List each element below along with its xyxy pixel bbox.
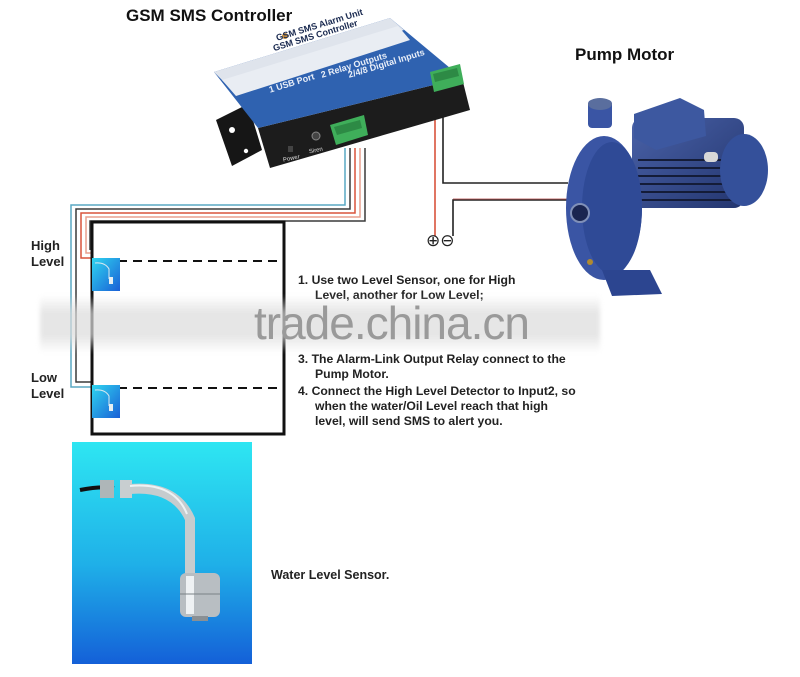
controller-title: GSM SMS Controller [126, 6, 293, 25]
note-3-num: 3. [298, 352, 309, 366]
note-4-num: 4. [298, 384, 309, 398]
watermark-text: trade.china.cn [254, 297, 530, 349]
note-3-line2: Pump Motor. [315, 367, 389, 381]
gsm-controller-device [214, 13, 470, 168]
sensor-caption: Water Level Sensor. [271, 568, 390, 582]
high-level-label-line2: Level [31, 254, 65, 269]
note-1-num: 1. [298, 273, 309, 287]
minus-terminal-icon: ⊖ [440, 231, 455, 250]
note-4-line1: Connect the High Level Detector to Input… [311, 384, 576, 398]
low-level-sensor-icon [92, 385, 120, 418]
low-level-label-line1: Low [31, 370, 57, 385]
watermark-band [40, 295, 600, 353]
low-level-label-line2: Level [31, 386, 65, 401]
pump-title: Pump Motor [575, 45, 675, 64]
high-level-sensor-icon [92, 258, 120, 291]
note-4-line2: when the water/Oil Level reach that high [315, 399, 548, 413]
note-4-line3: level, will send SMS to alert you. [315, 414, 503, 428]
note-4: 4. Connect the High Level Detector to In… [298, 384, 576, 429]
high-level-label-line1: High [31, 238, 60, 253]
pump-motor-image [566, 98, 768, 296]
low-level-label: Low Level [31, 370, 64, 402]
polarity-symbols: ⊕⊖ [426, 232, 455, 250]
note-3: 3. The Alarm-Link Output Relay connect t… [298, 352, 566, 382]
high-level-label: High Level [31, 238, 64, 270]
water-level-sensor-photo [72, 442, 252, 664]
plus-terminal-icon: ⊕ [426, 231, 441, 250]
note-1-line1: Use two Level Sensor, one for High [311, 273, 516, 287]
note-3-line1: The Alarm-Link Output Relay connect to t… [311, 352, 566, 366]
